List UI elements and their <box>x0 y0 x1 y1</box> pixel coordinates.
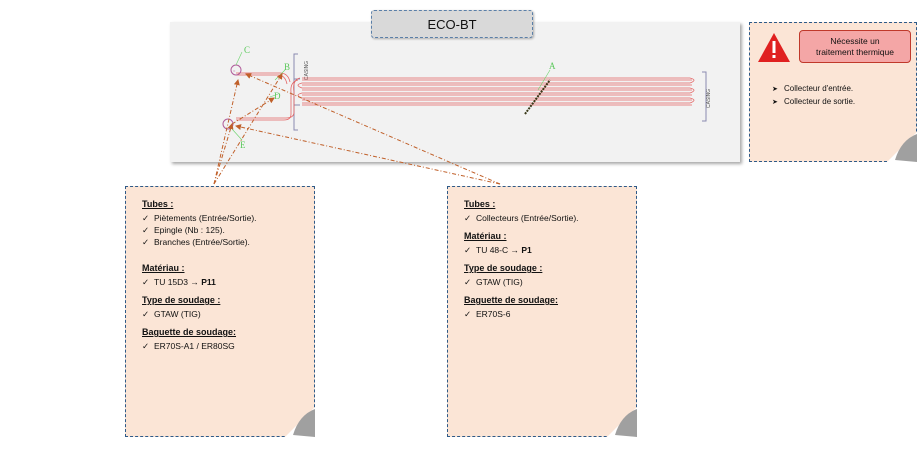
page-title-text: ECO-BT <box>427 16 477 32</box>
list-item: GTAW (TIG) <box>464 276 579 288</box>
drawing-panel: CASING CASING = <box>170 22 740 162</box>
list-item: ER70S-6 <box>464 308 579 320</box>
materiau-title: Matériau : <box>464 231 507 241</box>
tubes-list: Collecteurs (Entrée/Sortie). <box>464 212 579 224</box>
heat-treatment-badge: Nécessite un traitement thermique <box>799 30 911 63</box>
list-item: TU 15D3 → P11 <box>142 276 257 288</box>
spec-note-right: Tubes : Collecteurs (Entrée/Sortie). Mat… <box>447 186 637 437</box>
badge-line-1: Nécessite un <box>830 35 880 46</box>
casing-label-left: CASING <box>304 61 310 80</box>
spec-note-left: Tubes : Piètements (Entrée/Sortie). Epin… <box>125 186 315 437</box>
materiau-value: TU 15D3 → <box>154 277 202 287</box>
warning-triangle-icon <box>758 33 790 62</box>
list-item: Piètements (Entrée/Sortie). <box>142 212 257 224</box>
materiau-value: TU 48-C → <box>476 245 522 255</box>
baguette-list: ER70S-A1 / ER80SG <box>142 340 257 352</box>
heat-exchanger-drawing: CASING CASING = <box>222 45 712 150</box>
list-item: ER70S-A1 / ER80SG <box>142 340 257 352</box>
materiau-title: Matériau : <box>142 263 185 273</box>
list-item: Epingle (Nb : 125). <box>142 224 257 236</box>
list-item: GTAW (TIG) <box>142 308 257 320</box>
materiau-list: TU 15D3 → P11 <box>142 276 257 288</box>
warning-item: Collecteur d'entrée. <box>772 83 855 96</box>
warning-item: Collecteur de sortie. <box>772 96 855 109</box>
collector-bottom <box>222 118 234 130</box>
casing-label-right: CASING <box>706 89 712 108</box>
materiau-list: TU 48-C → P1 <box>464 244 579 256</box>
callout-a: A <box>549 61 556 71</box>
materiau-grade: P1 <box>521 245 532 255</box>
badge-line-2: traitement thermique <box>816 46 894 57</box>
list-item: Branches (Entrée/Sortie). <box>142 236 257 248</box>
baguette-title: Baguette de soudage: <box>464 295 559 305</box>
callout-d: D <box>274 91 281 101</box>
soudage-list: GTAW (TIG) <box>142 308 257 320</box>
baguette-list: ER70S-6 <box>464 308 579 320</box>
warning-list: Collecteur d'entrée. Collecteur de sorti… <box>772 83 855 109</box>
warning-note: Nécessite un traitement thermique Collec… <box>749 22 917 162</box>
tubes-title: Tubes : <box>464 199 496 209</box>
casing-right <box>702 71 707 122</box>
list-item: TU 48-C → P1 <box>464 244 579 256</box>
svg-text:=: = <box>233 68 236 73</box>
materiau-grade: P11 <box>201 277 216 287</box>
page-curl-icon <box>285 407 315 437</box>
casing-left <box>293 53 300 131</box>
support-hatch <box>524 79 551 115</box>
tube-bundle <box>236 72 695 121</box>
soudage-title: Type de soudage : <box>142 295 221 305</box>
page-curl-icon <box>607 407 637 437</box>
soudage-title: Type de soudage : <box>464 263 543 273</box>
soudage-list: GTAW (TIG) <box>464 276 579 288</box>
page-title: ECO-BT <box>371 10 533 38</box>
tubes-title: Tubes : <box>142 199 174 209</box>
tubes-list: Piètements (Entrée/Sortie). Epingle (Nb … <box>142 212 257 248</box>
page-curl-icon <box>887 132 917 162</box>
list-item: Collecteurs (Entrée/Sortie). <box>464 212 579 224</box>
callout-b: B <box>284 62 290 72</box>
baguette-title: Baguette de soudage: <box>142 327 237 337</box>
callout-c: C <box>244 45 250 55</box>
callout-e: E <box>240 140 246 150</box>
